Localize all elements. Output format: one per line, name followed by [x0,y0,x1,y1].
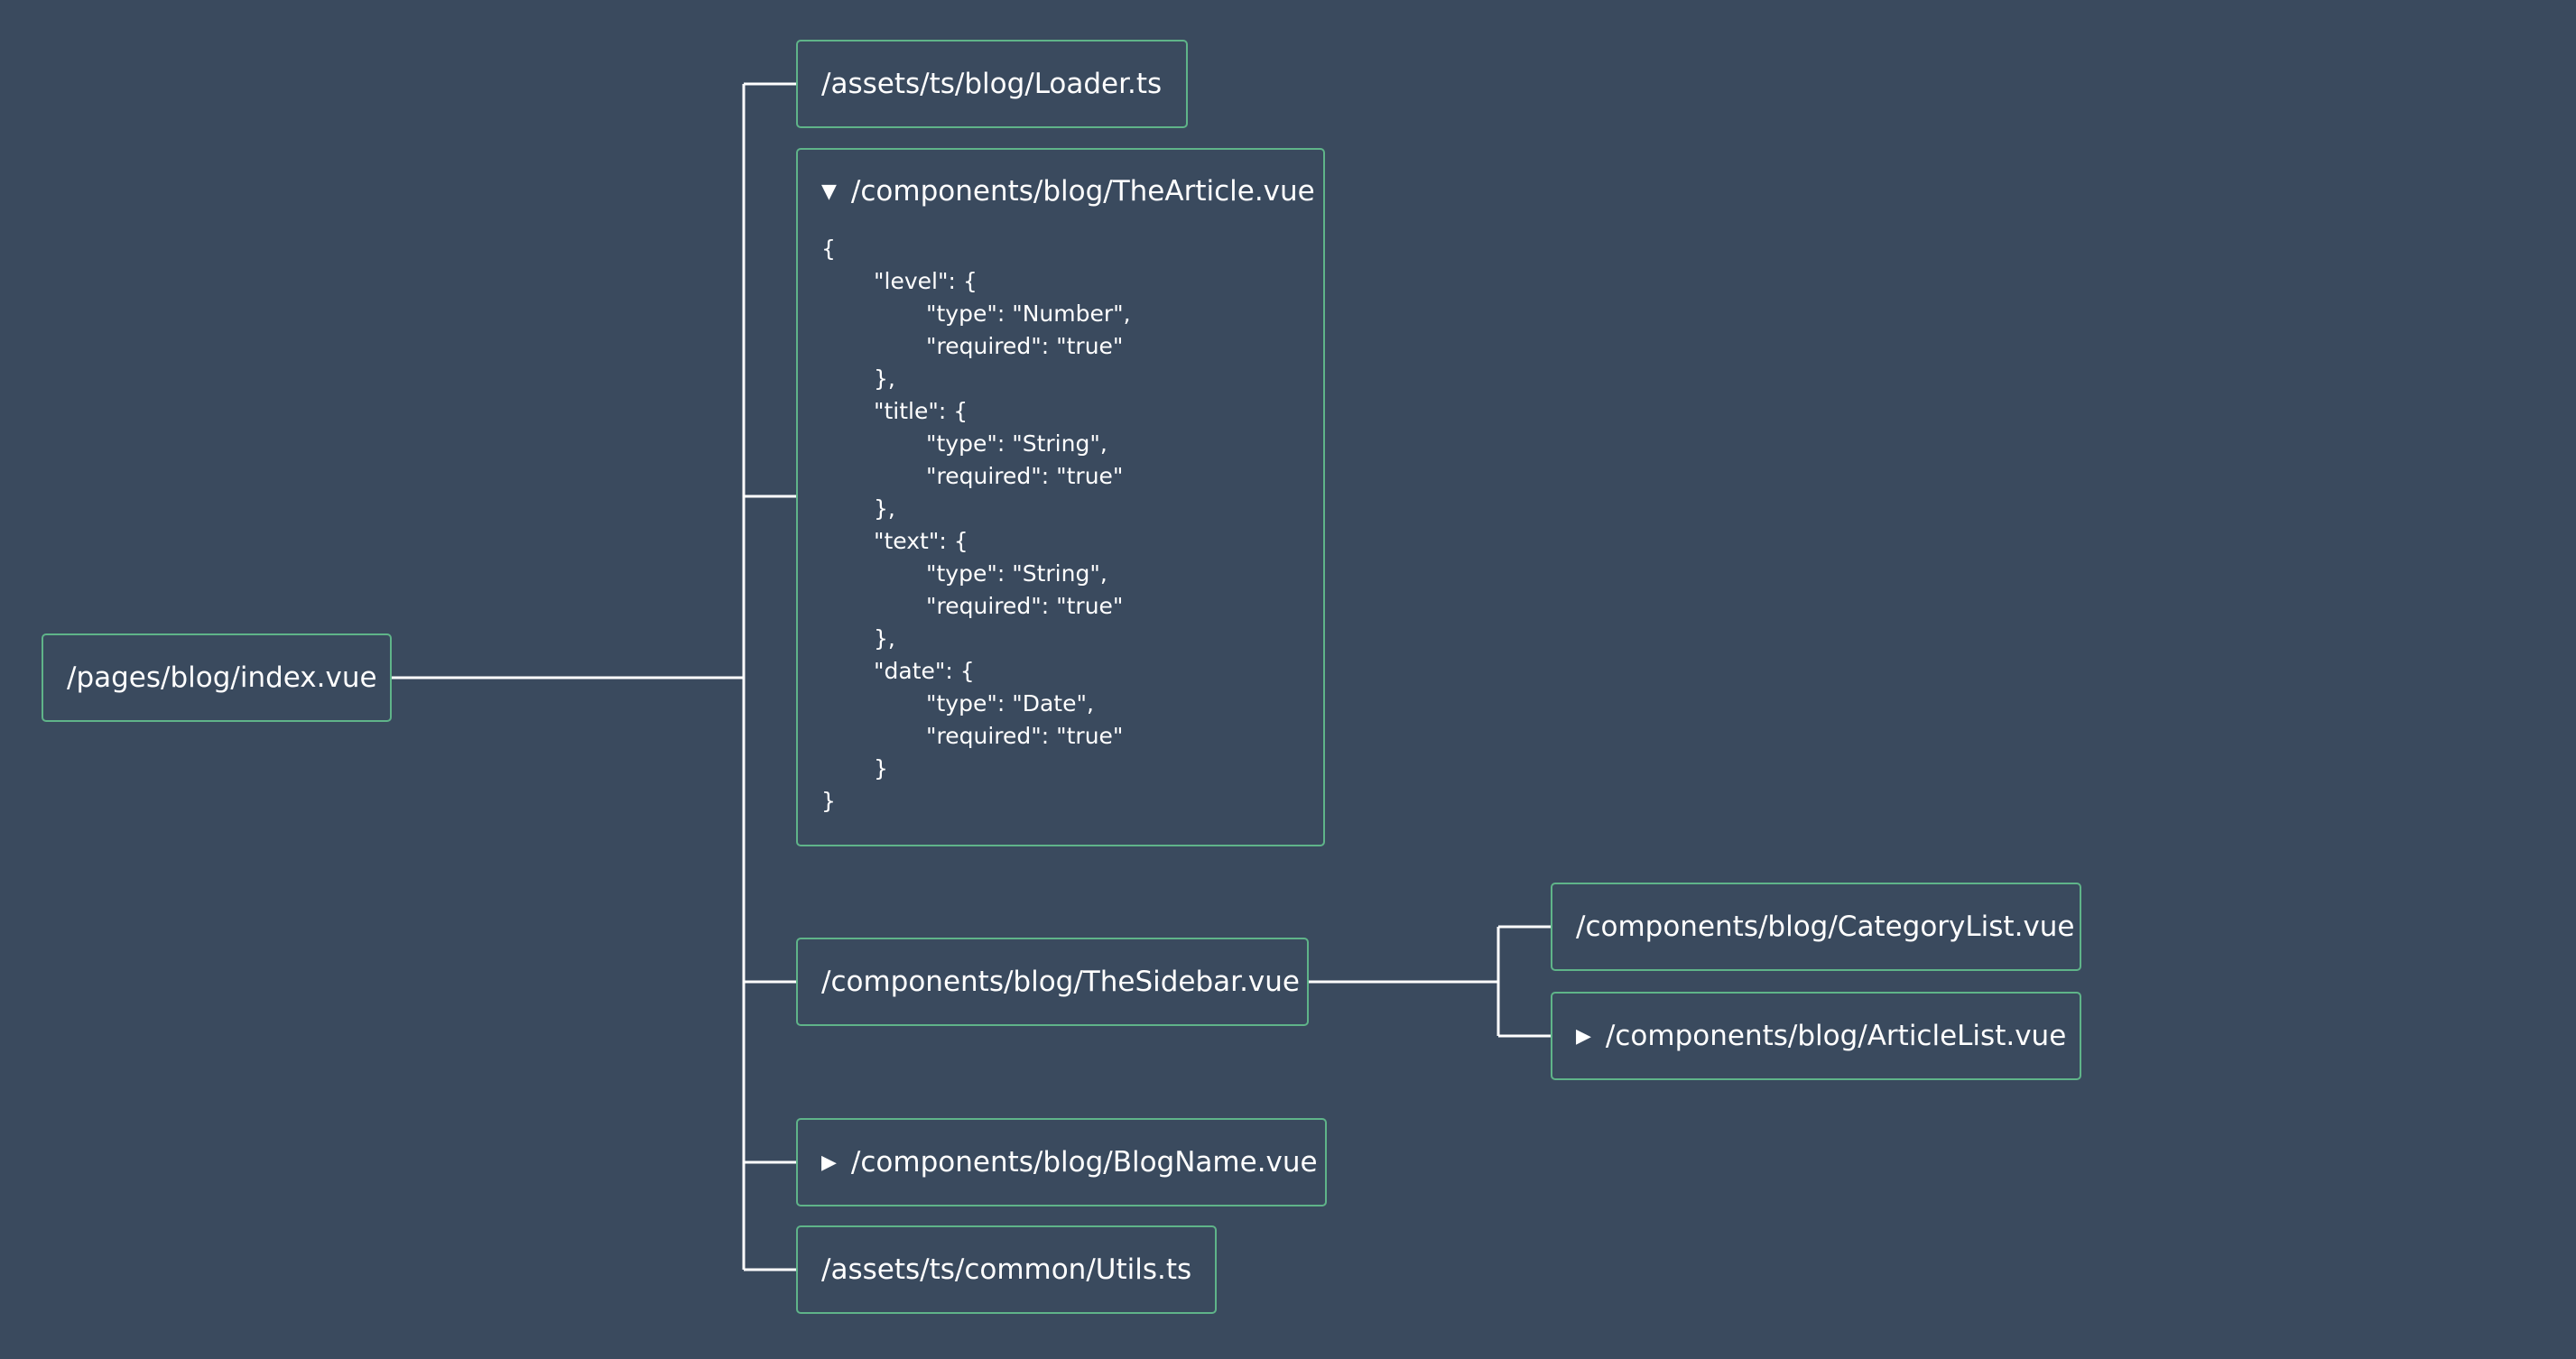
code-line: "type": "Number", [926,300,1131,327]
code-line: "level": { [874,268,978,294]
root-node-index-vue[interactable]: /pages/blog/index.vue [42,633,392,722]
code-line: }, [874,365,895,392]
node-thearticle-vue[interactable]: ▼ /components/blog/TheArticle.vue { "lev… [796,148,1325,846]
code-line: } [874,755,888,781]
code-line: "required": "true" [926,333,1124,359]
expand-triangle-icon[interactable]: ▶ [1576,1024,1591,1048]
props-code-block: { "level": { "type": "Number", "required… [821,233,1300,818]
node-loader-ts[interactable]: /assets/ts/blog/Loader.ts [796,40,1188,128]
expand-triangle-icon[interactable]: ▶ [821,1151,837,1174]
node-label: /components/blog/TheArticle.vue [850,175,1315,208]
code-line: "required": "true" [926,463,1124,489]
node-header[interactable]: ▼ /components/blog/TheArticle.vue [821,173,1315,209]
code-line: "required": "true" [926,593,1124,619]
node-blogname-vue[interactable]: ▶ /components/blog/BlogName.vue [796,1118,1327,1206]
collapse-triangle-icon[interactable]: ▼ [821,180,837,203]
node-utils-ts[interactable]: /assets/ts/common/Utils.ts [796,1225,1217,1314]
node-label: /components/blog/CategoryList.vue [1576,911,2075,943]
node-label: /components/blog/ArticleList.vue [1605,1020,2067,1052]
node-label: /components/blog/TheSidebar.vue [821,966,1300,998]
code-line: "type": "String", [926,430,1107,457]
code-line: "type": "String", [926,560,1107,587]
node-thesidebar-vue[interactable]: /components/blog/TheSidebar.vue [796,938,1309,1026]
code-line: }, [874,495,895,522]
code-line: { [821,236,836,262]
code-line: "text": { [874,528,968,554]
node-articlelist-vue[interactable]: ▶ /components/blog/ArticleList.vue [1551,992,2081,1080]
code-line: "date": { [874,658,975,684]
node-label: /assets/ts/common/Utils.ts [821,1253,1192,1286]
code-line: } [821,788,836,814]
code-line: "title": { [874,398,968,424]
node-label: /pages/blog/index.vue [67,661,377,694]
node-categorylist-vue[interactable]: /components/blog/CategoryList.vue [1551,883,2081,971]
node-label: /components/blog/BlogName.vue [850,1146,1318,1179]
code-line: }, [874,625,895,652]
node-label: /assets/ts/blog/Loader.ts [821,68,1163,100]
code-line: "type": "Date", [926,690,1094,716]
code-line: "required": "true" [926,723,1124,749]
